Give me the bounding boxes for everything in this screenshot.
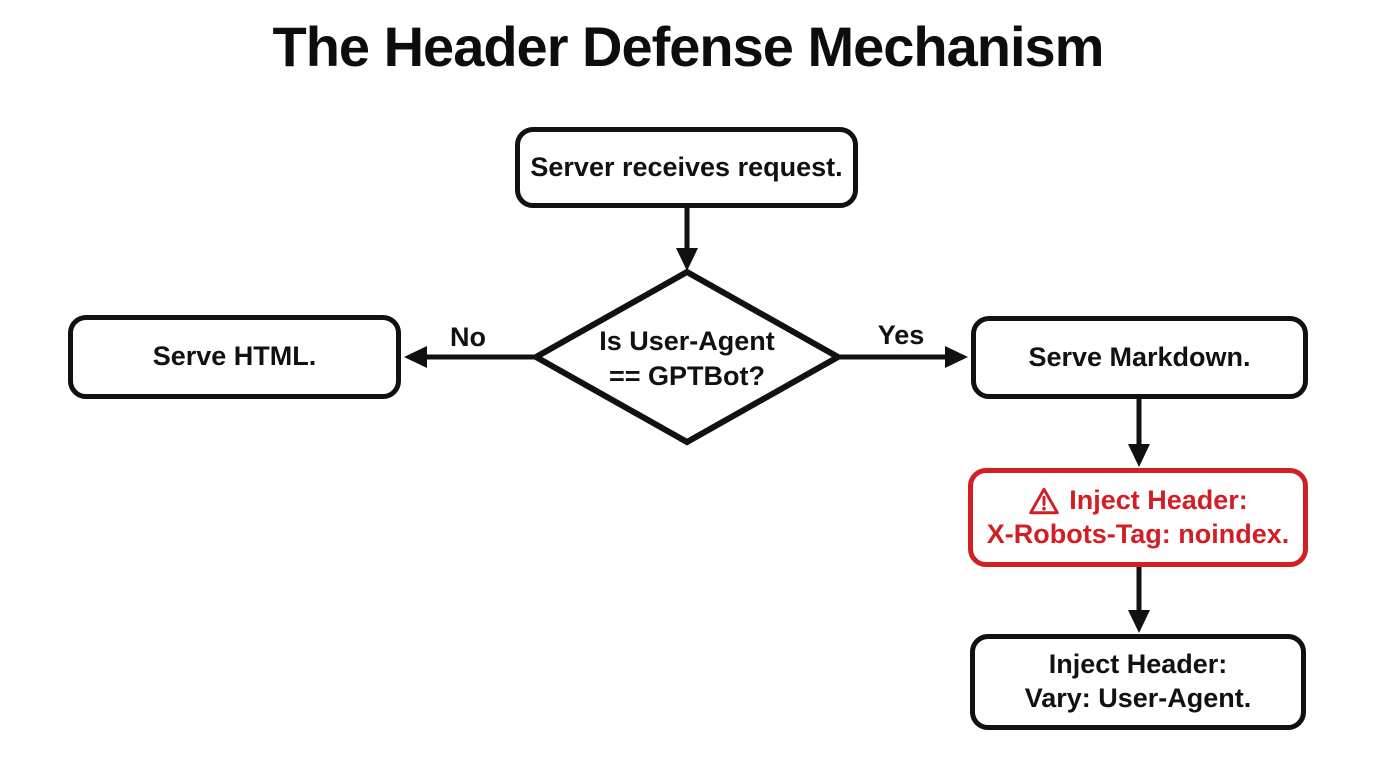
node-serve-html: Serve HTML.	[68, 315, 401, 399]
noindex-line1: Inject Header:	[1069, 484, 1248, 515]
page-title: The Header Defense Mechanism	[272, 15, 1105, 78]
edge-label-no: No	[450, 322, 486, 352]
arrow-noindex-to-vary	[1128, 567, 1150, 633]
warning-icon	[1028, 486, 1060, 516]
node-server-receives-request: Server receives request.	[515, 127, 858, 208]
vary-line2: Vary: User-Agent.	[1024, 683, 1252, 713]
arrow-start-to-decision	[676, 208, 698, 271]
node-label: Serve HTML.	[152, 341, 317, 372]
decision-line2: == GPTBot?	[608, 361, 765, 392]
node-inject-noindex: Inject Header: X-Robots-Tag: noindex.	[968, 468, 1308, 567]
node-label: Serve Markdown.	[1028, 341, 1251, 372]
vary-line1: Inject Header:	[1048, 649, 1228, 680]
node-decision-label: Is User-Agent == GPTBot?	[567, 324, 807, 394]
arrow-yes-branch	[838, 346, 968, 368]
arrow-markdown-to-noindex	[1128, 399, 1150, 467]
arrow-no-branch	[404, 346, 536, 368]
node-serve-markdown: Serve Markdown.	[971, 316, 1308, 399]
decision-line1: Is User-Agent	[599, 326, 775, 356]
node-label: Server receives request.	[530, 151, 843, 182]
edge-label-yes: Yes	[877, 320, 925, 350]
decision-diamond	[529, 268, 845, 446]
noindex-line2: X-Robots-Tag: noindex.	[986, 518, 1290, 549]
node-inject-vary: Inject Header: Vary: User-Agent.	[970, 634, 1306, 730]
